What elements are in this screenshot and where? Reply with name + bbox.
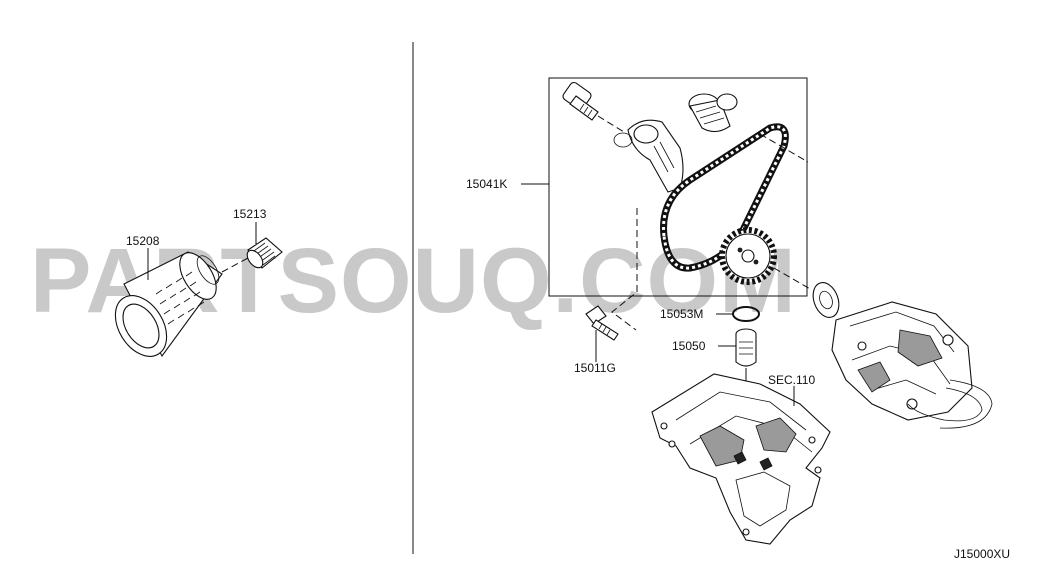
chain-kit-box [548, 77, 808, 297]
axis-dash-upper [759, 133, 809, 163]
connector-bolt[interactable] [244, 237, 283, 271]
tensioner-arm[interactable] [613, 119, 684, 193]
axis-dash-sprocket [773, 267, 813, 291]
oil-strainer[interactable] [735, 328, 757, 367]
axis-dash-bolt [611, 208, 638, 331]
tensioner-plunger[interactable] [561, 81, 599, 121]
chain-guide-sleeve[interactable] [688, 93, 738, 133]
diagram-code: J15000XU [954, 547, 1010, 561]
axis-dash-filter [221, 257, 249, 273]
timing-chain[interactable] [660, 123, 789, 272]
crank-sprocket[interactable] [719, 227, 777, 285]
oil-pan[interactable] [651, 373, 831, 545]
bolt[interactable] [585, 305, 619, 341]
label-15213[interactable]: 15213 [233, 207, 267, 221]
axis-dash-tensioner [597, 115, 625, 133]
oil-pump-housing[interactable] [809, 279, 993, 429]
label-sec110[interactable]: SEC.110 [768, 373, 815, 387]
label-15050[interactable]: 15050 [672, 339, 706, 353]
label-15041K[interactable]: 15041K [466, 177, 507, 191]
label-15053M[interactable]: 15053M [660, 307, 703, 321]
label-15011G[interactable]: 15011G [574, 361, 616, 375]
label-15208[interactable]: 15208 [126, 234, 160, 248]
